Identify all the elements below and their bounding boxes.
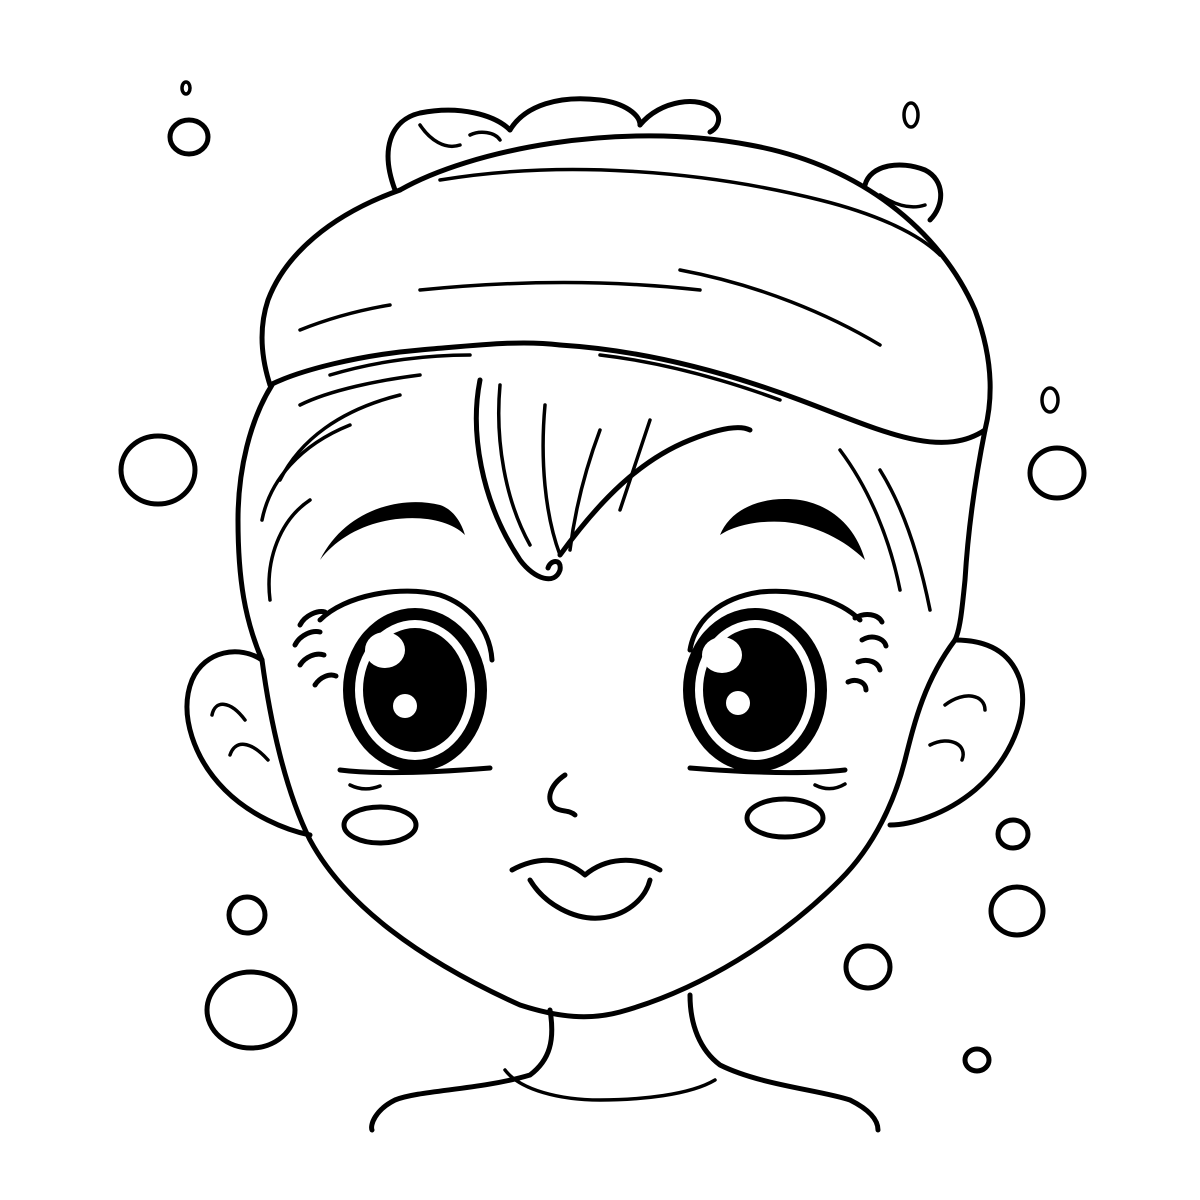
mouth [509,857,663,921]
neck-and-shoulders [369,992,881,1133]
bubble [180,80,192,96]
bubble [902,101,920,129]
bubble [1027,445,1087,501]
bubble [962,1046,992,1074]
eyebrows [320,499,865,560]
nose [547,772,578,818]
bubble [204,969,298,1051]
bubble [995,817,1031,851]
right-cheek [744,796,826,840]
right-eyebrow [720,499,865,560]
left-eye [292,588,495,791]
bubble [226,894,268,936]
bubble [843,943,893,991]
right-eye [683,588,889,791]
bubbles [118,80,1087,1074]
ears [184,637,1026,838]
hair [235,373,988,663]
bubble [118,433,198,507]
bubble [988,884,1046,938]
left-eyebrow [320,502,465,560]
bubble [167,117,211,157]
headband-bow [385,96,944,223]
face [259,637,958,1020]
bubble [1040,386,1060,414]
headband [259,133,993,445]
left-cheek [341,804,419,846]
